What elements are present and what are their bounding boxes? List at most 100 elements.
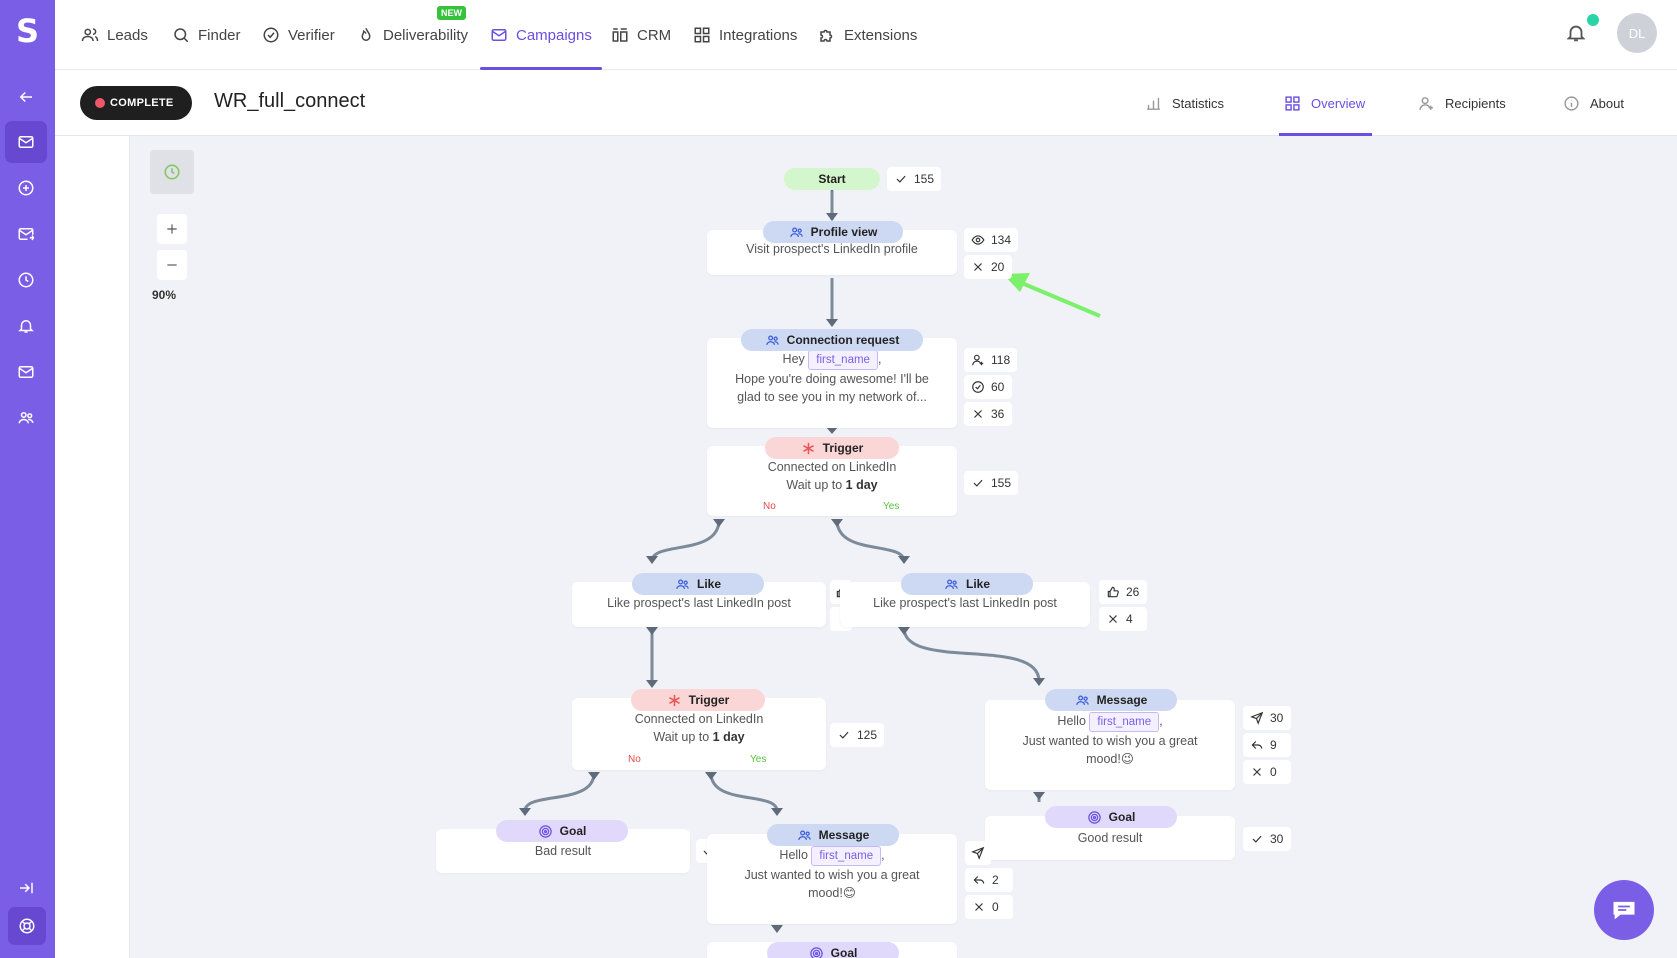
zoom-in-button[interactable] [157, 214, 187, 244]
message-right-greeting: Hello [1057, 714, 1086, 728]
history-toggle-button[interactable] [150, 150, 194, 194]
avatar[interactable]: DL [1617, 13, 1657, 53]
nav-deliverability-label: Deliverability [383, 26, 469, 44]
sidebar-item-history[interactable] [5, 259, 47, 301]
connection-greeting: Hey [782, 352, 805, 366]
linkedin-people-icon [945, 579, 958, 589]
message-right-label: Message [1045, 689, 1177, 711]
sidebar-item-campaigns[interactable] [5, 121, 47, 163]
goal-bad-node[interactable]: Bad result [436, 829, 690, 873]
first-name-variable: first_name [1089, 712, 1160, 732]
message-right-line2: Just wanted to wish you a great [1022, 734, 1198, 748]
reply-icon [1251, 741, 1263, 749]
bell-icon [18, 320, 34, 333]
profile-view-label: Profile view [763, 221, 903, 243]
nav-finder[interactable]: Finder [172, 0, 241, 70]
trigger2-title: Trigger [688, 693, 730, 707]
reply-icon [973, 876, 985, 884]
message-center-suffix: , [881, 848, 885, 862]
tab-recipients-label: Recipients [1445, 95, 1506, 111]
nav-crm[interactable]: CRM [611, 0, 671, 70]
sidebar-item-inbox[interactable] [5, 351, 47, 393]
start-stat: 155 [887, 167, 942, 191]
lifebuoy-icon [19, 918, 35, 934]
tab-recipients[interactable]: Recipients [1418, 70, 1506, 136]
chat-support-button[interactable] [1594, 880, 1654, 940]
close-icon [975, 903, 983, 911]
linkedin-people-icon [789, 227, 803, 237]
asterisk-icon [668, 694, 680, 706]
start-node[interactable]: Start [784, 168, 880, 190]
message-center-replied-stat: 2 [965, 868, 1013, 892]
connection-sent-stat: 118 [964, 348, 1018, 372]
help-button[interactable] [8, 907, 46, 945]
like-right-title: Like [965, 577, 990, 591]
nav-integrations[interactable]: Integrations [693, 0, 797, 70]
nav-deliverability[interactable]: Deliverability NEW [357, 0, 468, 70]
message-right-line3: mood!😉 [1086, 752, 1134, 766]
collapse-sidebar-button[interactable] [5, 867, 47, 909]
clock-icon [164, 164, 180, 180]
like-right-failed-value: 4 [1126, 612, 1133, 626]
flow-canvas[interactable]: 90% [55, 136, 1677, 958]
like-right-label: Like [901, 573, 1033, 595]
sidebar-item-add[interactable] [5, 167, 47, 209]
nav-campaigns[interactable]: Campaigns [480, 0, 602, 70]
trigger1-title: Trigger [822, 441, 864, 455]
first-name-variable: first_name [811, 846, 882, 866]
thumb-up-icon [1107, 586, 1119, 598]
trigger1-label: Trigger [765, 437, 899, 459]
tab-about-label: About [1590, 95, 1624, 111]
flow-connectors [519, 184, 1101, 933]
arrow-left-icon [19, 91, 32, 103]
nav-extensions[interactable]: Extensions [818, 0, 917, 70]
goal-bad-title: Goal [559, 824, 587, 838]
users-icon [81, 28, 99, 42]
linkedin-people-icon [676, 579, 689, 589]
sidebar-item-notifications[interactable] [5, 305, 47, 347]
linkedin-people-icon [765, 335, 779, 345]
page-title: WR_full_connect [214, 90, 366, 112]
grid-icon [1285, 95, 1300, 111]
message-right-sent-value: 30 [1270, 711, 1284, 725]
connection-accepted-stat: 60 [964, 375, 1012, 399]
nav-verifier[interactable]: Verifier [262, 0, 335, 70]
trigger2-no-branch: No [628, 754, 641, 765]
nav-leads[interactable]: Leads [81, 0, 148, 70]
like-right-text: Like prospect's last LinkedIn post [873, 596, 1057, 610]
search-icon [174, 28, 189, 43]
profile-view-failed-stat: 20 [964, 255, 1012, 279]
profile-view-viewed-value: 134 [991, 233, 1012, 247]
zoom-level: 90% [152, 288, 177, 302]
back-button[interactable] [5, 76, 47, 118]
message-right-replied-value: 9 [1270, 738, 1277, 752]
connection-sent-value: 118 [991, 353, 1011, 367]
connection-request-node[interactable]: Hey first_name, Hope you're doing awesom… [707, 338, 957, 428]
tab-statistics[interactable]: Statistics [1145, 70, 1224, 136]
goal-good-title: Goal [1108, 810, 1136, 824]
connection-suffix: , [877, 352, 882, 366]
zoom-out-button[interactable] [157, 250, 187, 280]
tab-about[interactable]: About [1563, 70, 1624, 136]
profile-view-text: Visit prospect's LinkedIn profile [746, 242, 918, 256]
message-node-center[interactable]: Hello first_name, Just wanted to wish yo… [707, 834, 957, 924]
goal-good-stat-value: 30 [1270, 832, 1284, 846]
app-logo[interactable]: S [15, 12, 40, 50]
message-right-sent-stat: 30 [1243, 706, 1291, 730]
close-icon [1253, 768, 1261, 776]
status-badge: COMPLETE [80, 86, 192, 120]
notification-bell-icon[interactable] [1565, 22, 1587, 44]
sidebar-item-mail-send[interactable] [5, 213, 47, 255]
sidebar-item-team[interactable] [5, 397, 47, 439]
trigger1-stat: 155 [964, 471, 1019, 495]
message-center-title: Message [818, 828, 870, 842]
send-icon [1250, 711, 1264, 725]
goal-good-text: Good result [1077, 831, 1143, 845]
linkedin-people-icon [1075, 695, 1089, 705]
message-right-replied-stat: 9 [1243, 733, 1291, 757]
message-node-right[interactable]: Hello first_name, Just wanted to wish yo… [985, 700, 1235, 790]
profile-view-failed-value: 20 [991, 260, 1005, 274]
tab-overview[interactable]: Overview [1278, 70, 1373, 136]
message-right-suffix: , [1159, 714, 1163, 728]
connection-request-title: Connection request [786, 333, 900, 347]
